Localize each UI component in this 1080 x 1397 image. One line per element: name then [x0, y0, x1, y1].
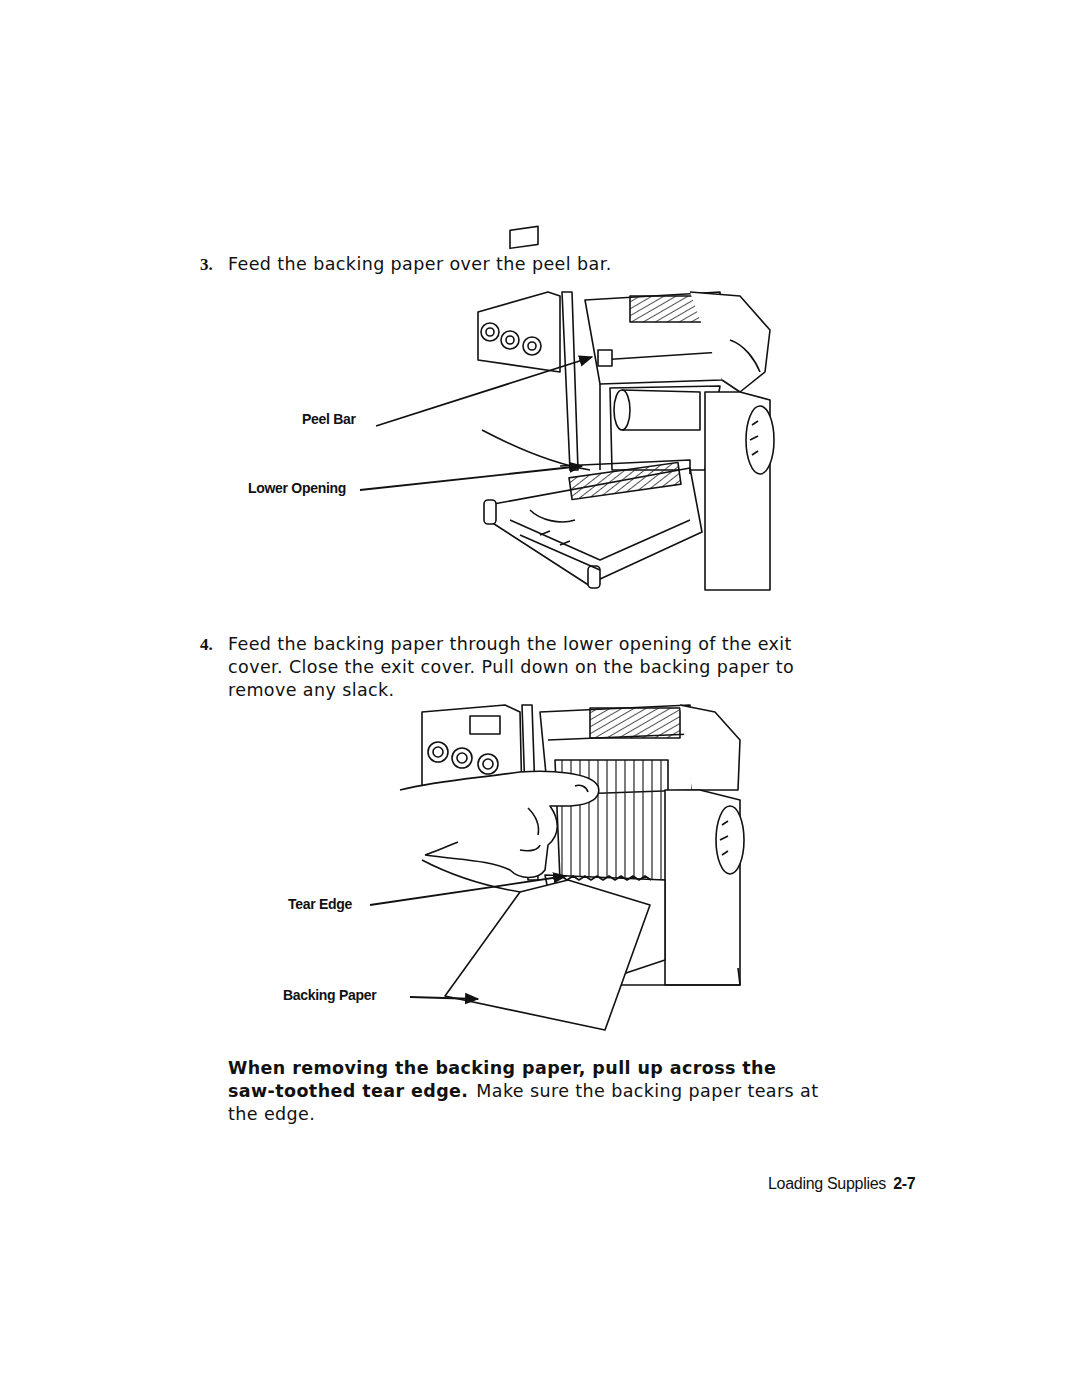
note-text-block: When removing the backing paper, pull up…: [228, 1057, 828, 1126]
step-text: Feed the backing paper through the lower…: [228, 634, 794, 700]
figure-tear-edge: [400, 705, 744, 1030]
step-number-block: 4.: [200, 633, 230, 656]
figure-peel-bar: [478, 226, 774, 590]
step-text-block: Feed the backing paper over the peel bar…: [228, 253, 828, 276]
callout-label: Backing Paper: [283, 987, 376, 1003]
page-footer: 2-7: [893, 1175, 915, 1192]
callout-label: Peel Bar: [302, 411, 356, 427]
callout-label-block: Tear Edge: [286, 896, 354, 912]
callout-label-block: Peel Bar: [300, 411, 358, 427]
leader-lines: [360, 357, 592, 999]
step-text: Feed the backing paper over the peel bar…: [228, 254, 612, 274]
step-number: 3.: [200, 255, 213, 274]
step-number: 4.: [200, 635, 213, 654]
callout-label: Lower Opening: [248, 480, 346, 496]
step-text-block: Feed the backing paper through the lower…: [228, 633, 828, 702]
page-footer-block: Loading Supplies 2-7: [768, 1175, 915, 1193]
callout-label-block: Lower Opening: [246, 480, 348, 496]
callout-label: Tear Edge: [288, 896, 352, 912]
page-footer: Loading Supplies: [768, 1175, 886, 1192]
step-number-block: 3.: [200, 253, 230, 276]
callout-label-block: Backing Paper: [281, 987, 378, 1003]
